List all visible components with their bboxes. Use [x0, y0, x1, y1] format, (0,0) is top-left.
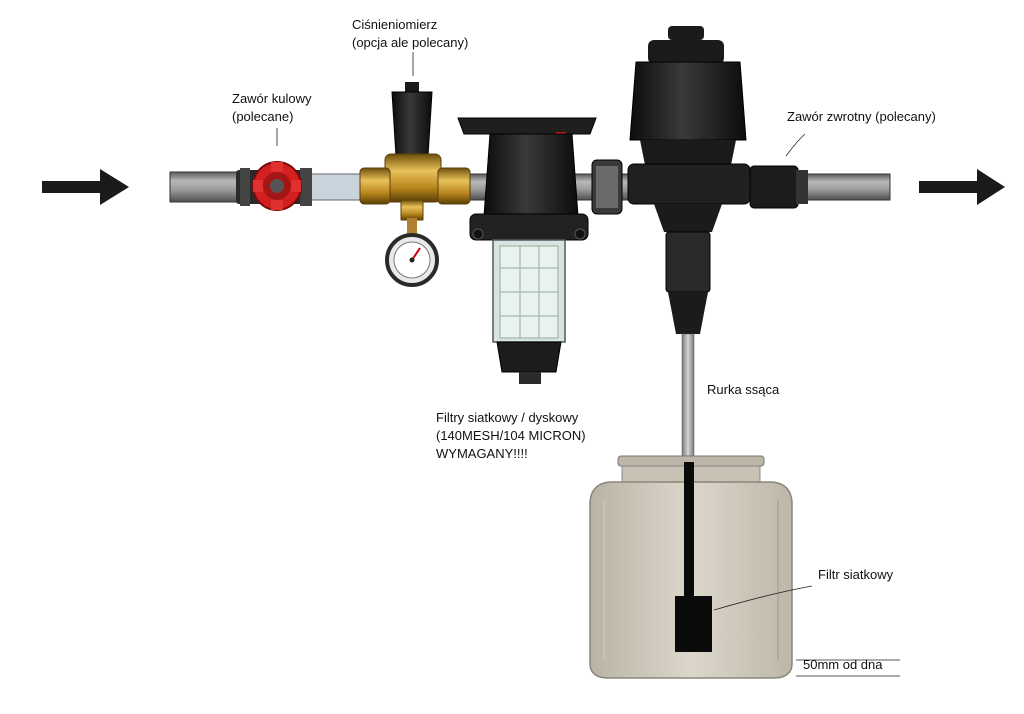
mesh-filter-label-line1: Filtr siatkowy: [818, 567, 894, 582]
bottom-distance-label-line1: 50mm od dna: [803, 657, 883, 672]
ball-valve-label: Zawór kulowy (polecane): [232, 90, 311, 126]
filters-label-line1: Filtry siatkowy / dyskowy: [436, 410, 579, 425]
screen-filter: [457, 117, 597, 384]
ball-valve-label-line2: (polecane): [232, 109, 294, 124]
filters-label-line2: (140MESH/104 MICRON): [436, 428, 586, 443]
suction-tube: [681, 333, 695, 465]
check-valve-label: Zawór zwrotny (polecany): [787, 108, 936, 126]
suction-tube-label: Rurka ssąca: [707, 381, 779, 399]
mesh-filter-label: Filtr siatkowy: [818, 566, 893, 584]
pressure-gauge: [385, 233, 439, 287]
union-connector: [591, 159, 623, 215]
ball-valve-label-line1: Zawór kulowy: [232, 91, 312, 106]
filters-label-line3: WYMAGANY!!!!: [436, 446, 528, 461]
dosing-pump: [627, 26, 751, 334]
inlet-arrow: [42, 169, 129, 205]
ball-valve: [236, 161, 312, 211]
outlet-arrow: [919, 169, 1005, 205]
pressure-gauge-label-line2: (opcja ale polecany): [352, 35, 469, 50]
pressure-regulator: [359, 82, 471, 236]
tank-suction-line: [684, 462, 694, 596]
check-valve: [749, 165, 808, 209]
filters-label: Filtry siatkowy / dyskowy (140MESH/104 M…: [436, 409, 586, 463]
check-valve-label-line1: Zawór zwrotny (polecany): [787, 109, 936, 124]
suction-tube-label-line1: Rurka ssąca: [707, 382, 780, 397]
pressure-gauge-label: Ciśnieniomierz (opcja ale polecany): [352, 16, 468, 52]
leader-lines: [276, 52, 900, 677]
mesh-filter: [675, 596, 712, 652]
pressure-gauge-label-line1: Ciśnieniomierz: [352, 17, 438, 32]
bottom-distance-label: 50mm od dna: [803, 656, 883, 674]
